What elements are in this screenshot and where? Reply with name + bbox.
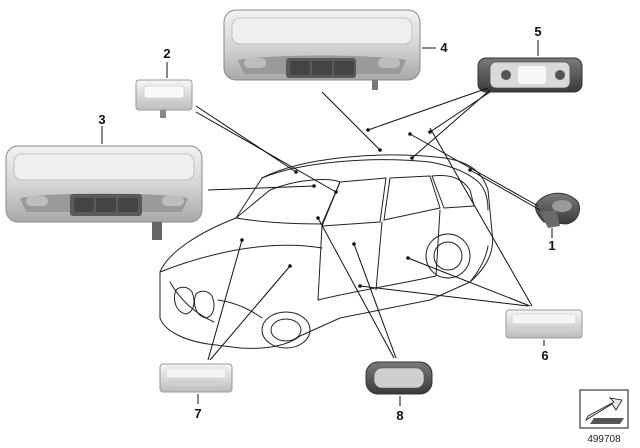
leader-dots (240, 128, 472, 288)
callout-1: 1 (548, 238, 555, 253)
part-8-door-lamp (365, 361, 433, 395)
part-5-reading-lamp (477, 57, 583, 93)
part-2-interior-lamp (135, 79, 193, 118)
callout-8: 8 (396, 408, 403, 423)
vehicle-outline (159, 154, 494, 349)
leader-lines (101, 40, 553, 406)
reference-box: 499708 (579, 389, 629, 445)
part-3-roof-function-center (5, 145, 203, 240)
callout-6: 6 (541, 348, 548, 363)
part-6-footwell-lamp (505, 309, 583, 339)
part-1-lamp-socket (535, 192, 580, 228)
callout-2: 2 (163, 46, 170, 61)
part-4-roof-function-center (223, 9, 421, 90)
reference-number: 499708 (587, 434, 621, 445)
callout-4: 4 (440, 40, 448, 55)
callout-3: 3 (98, 112, 105, 127)
callout-7: 7 (194, 406, 201, 421)
part-7-interior-lamp (159, 363, 233, 393)
callout-5: 5 (534, 24, 541, 39)
